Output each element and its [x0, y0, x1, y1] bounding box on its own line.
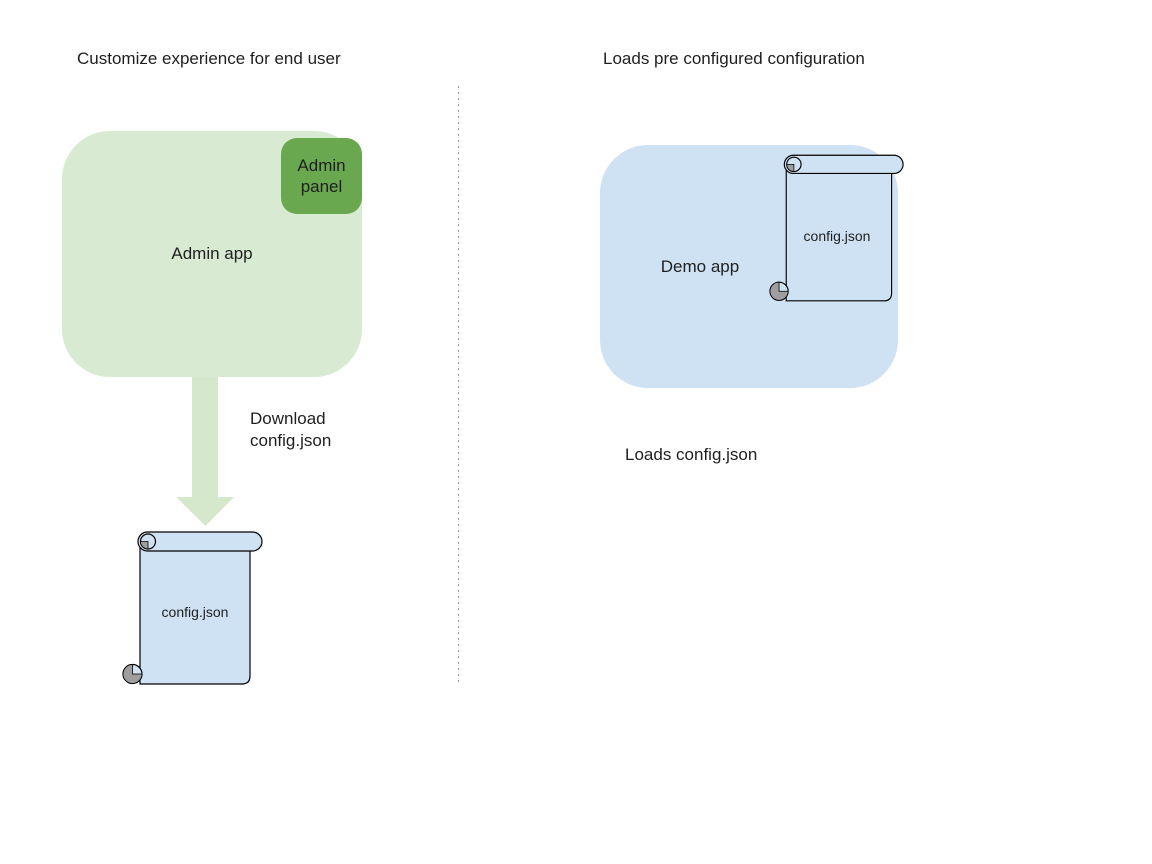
- admin-app-label: Admin app: [171, 244, 253, 263]
- config-file-label: config.json: [161, 604, 229, 620]
- admin-panel-badge: Admin panel: [281, 138, 362, 214]
- section-divider: [458, 86, 459, 686]
- demo-app-label-wrap: Demo app: [600, 145, 800, 388]
- admin-app-shape: Admin app Admin panel: [62, 131, 362, 377]
- left-section-title: Customize experience for end user: [77, 49, 341, 68]
- down-arrow-icon: [176, 377, 234, 526]
- config-file-label: config.json: [803, 228, 871, 244]
- scroll-document-icon: [769, 154, 904, 302]
- right-section-title: Loads pre configured configuration: [603, 49, 865, 68]
- loads-config-caption: Loads config.json: [625, 445, 758, 464]
- demo-app-label: Demo app: [660, 256, 740, 276]
- download-arrow-label: Download config.json: [250, 409, 332, 450]
- admin-panel-label: Admin panel: [297, 156, 346, 196]
- scroll-document-icon: [122, 531, 263, 685]
